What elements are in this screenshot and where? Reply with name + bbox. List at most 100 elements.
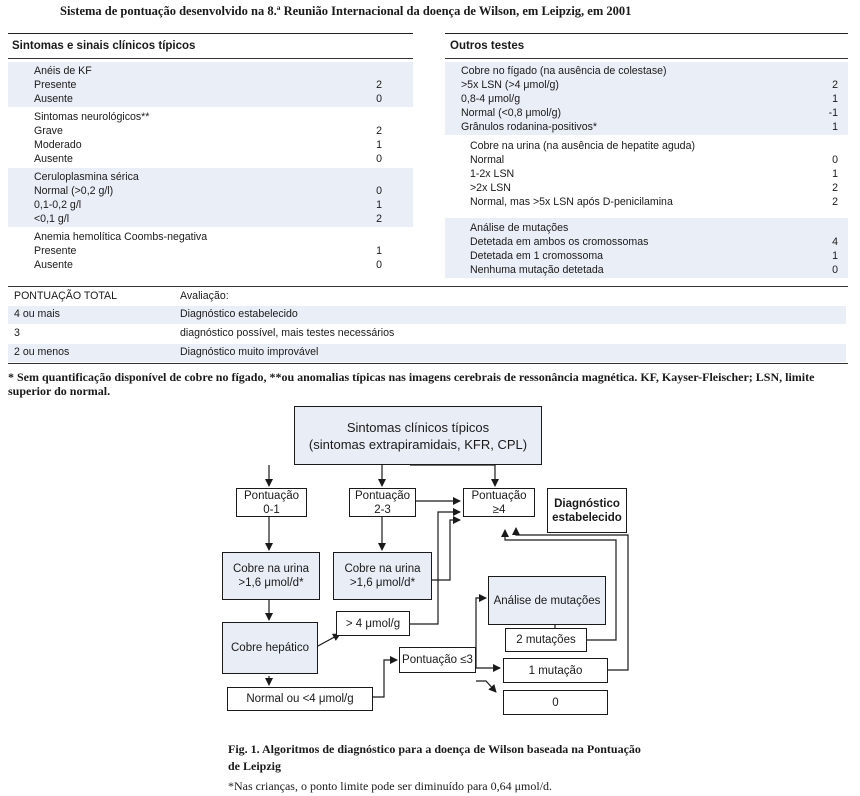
arrow-one-to-score4 xyxy=(512,527,629,671)
flow-text: Análise de mutações xyxy=(493,594,601,607)
arrow-normal-to-score3 xyxy=(373,656,398,698)
flow-text: Normal ou <4 μmol/g xyxy=(246,693,354,705)
table-top-rule-right xyxy=(445,33,848,34)
row-value: 1 xyxy=(376,245,382,257)
flow-box-gt4: > 4 μmol/g xyxy=(336,611,410,636)
row-label: Moderado xyxy=(34,139,82,151)
total-top-rule xyxy=(8,286,848,287)
left-band-kf xyxy=(8,62,413,107)
flow-text: 2-3 xyxy=(374,503,391,516)
row-value: 2 xyxy=(376,125,382,137)
row-value: 4 xyxy=(832,236,838,248)
row-value: 2 xyxy=(832,79,838,91)
flow-box-score-le3: Pontuação ≤3 xyxy=(399,647,476,673)
table-row: 2 ou menos Diagnóstico muito improvável xyxy=(8,344,846,362)
right-band-mutation xyxy=(445,218,848,278)
row-label: Ausente xyxy=(34,153,73,165)
left-header-rule xyxy=(8,58,413,59)
figure-caption: Fig. 1. Algoritmos de diagnóstico para a… xyxy=(228,742,641,773)
total-score: 3 xyxy=(14,327,20,339)
table-footnote: * Sem quantificação disponível de cobre … xyxy=(8,370,815,398)
row-label: Ausente xyxy=(34,93,73,105)
flow-box-urine-copper-2: Cobre na urina >1,6 μmol/d* xyxy=(333,552,432,600)
table-row: 3 diagnóstico possível, mais testes nece… xyxy=(8,325,846,343)
group-label: Ceruloplasmina sérica xyxy=(34,171,139,183)
row-value: 1 xyxy=(376,139,382,151)
row-value: 1 xyxy=(832,121,838,133)
total-score: 4 ou mais xyxy=(14,308,60,320)
row-label: Ausente xyxy=(34,259,73,271)
row-label: Presente xyxy=(34,245,77,257)
row-value: 1 xyxy=(376,199,382,211)
flow-text: Pontuação xyxy=(244,489,299,502)
flow-box-score-4: Pontuação≥4 xyxy=(463,488,535,517)
row-value: 0 xyxy=(376,93,382,105)
flow-text: Cobre hepático xyxy=(231,642,309,654)
flow-text: ≥4 xyxy=(492,503,506,516)
flow-box-normal-lt4: Normal ou <4 μmol/g xyxy=(227,687,373,711)
row-label: Normal (>0,2 g/l) xyxy=(34,185,114,197)
row-value: 1 xyxy=(832,168,838,180)
flow-box-clinical-symptoms: Sintomas clínicos típicos(sintomas extra… xyxy=(294,406,542,465)
row-label: Nenhuma mutação detetada xyxy=(470,264,604,276)
row-value: 0 xyxy=(376,259,382,271)
table-row: 4 ou mais Diagnóstico estabelecido xyxy=(8,306,846,324)
right-table-header: Outros testes xyxy=(450,40,525,52)
arrow-two-to-score4 xyxy=(501,529,617,641)
flow-box-zero: 0 xyxy=(503,690,608,715)
arrow-gt4-to-score4 xyxy=(410,508,461,625)
row-label: >5x LSN (>4 μmol/g) xyxy=(461,79,559,91)
row-value: 0 xyxy=(376,153,382,165)
flow-text: >1,6 μmol/d* xyxy=(349,577,416,589)
flow-box-one-mutation: 1 mutação xyxy=(503,658,608,683)
arrow-score3-to-one-mutation xyxy=(475,660,501,672)
arrow-to-zero xyxy=(476,680,497,693)
group-label: Anemia hemolítica Coombs-negativa xyxy=(34,231,208,243)
row-value: 1 xyxy=(832,93,838,105)
flow-text: estabelecido xyxy=(552,511,622,524)
flow-box-liver-copper: Cobre hepático xyxy=(222,622,318,674)
flow-text: 1 mutação xyxy=(528,664,583,677)
row-label: Normal, mas >5x LSN após D-penicilamina xyxy=(470,196,673,208)
flow-text: Sintomas clínicos típicos xyxy=(346,419,490,435)
total-evaluation: Diagnóstico muito improvável xyxy=(180,346,319,358)
flow-text: Pontuação xyxy=(355,489,410,502)
flow-text: 0-1 xyxy=(263,503,280,516)
row-label: <0,1 g/l xyxy=(34,213,70,225)
row-value: 2 xyxy=(832,196,838,208)
row-value: 2 xyxy=(376,213,382,225)
total-evaluation: diagnóstico possível, mais testes necess… xyxy=(180,327,395,339)
flow-text: Pontuação xyxy=(471,489,527,502)
row-value: 2 xyxy=(376,79,382,91)
flow-text: > 4 μmol/g xyxy=(345,617,401,630)
flow-text: Cobre na urina xyxy=(232,563,310,575)
flow-text: 2 mutações xyxy=(516,634,576,646)
row-label: >2x LSN xyxy=(470,182,511,194)
left-band-ceruloplasmin xyxy=(8,168,413,227)
row-label: Grânulos rodanina-positivos* xyxy=(461,121,598,133)
row-label: Normal xyxy=(470,154,505,166)
row-value: 0 xyxy=(832,264,838,276)
page-title: Sistema de pontuação desenvolvido na 8.ª… xyxy=(60,4,632,18)
flow-text: (sintomas extrapiramidais, KFR, CPL) xyxy=(308,436,528,452)
arrow-top-to-score4 xyxy=(410,464,499,487)
flow-text: Diagnóstico xyxy=(554,497,620,510)
row-label: Grave xyxy=(34,125,63,137)
flow-text: 0 xyxy=(552,696,559,709)
total-bottom-rule xyxy=(8,363,848,364)
group-label: Análise de mutações xyxy=(470,222,569,234)
flow-box-mutation-analysis: Análise de mutações xyxy=(488,576,606,625)
total-score: 2 ou menos xyxy=(14,346,70,358)
flow-text: Pontuação ≤3 xyxy=(402,654,473,666)
row-label: Presente xyxy=(34,79,77,91)
total-header-score: PONTUAÇÃO TOTAL xyxy=(14,290,118,302)
group-label: Anéis de KF xyxy=(34,65,92,77)
row-label: 0,1-0,2 g/l xyxy=(34,199,82,211)
row-value: 0 xyxy=(832,154,838,166)
row-label: Detetada em 1 cromossoma xyxy=(470,250,604,262)
arrow-score3-to-mutation xyxy=(475,594,487,660)
flow-text: Cobre na urina xyxy=(344,563,421,575)
